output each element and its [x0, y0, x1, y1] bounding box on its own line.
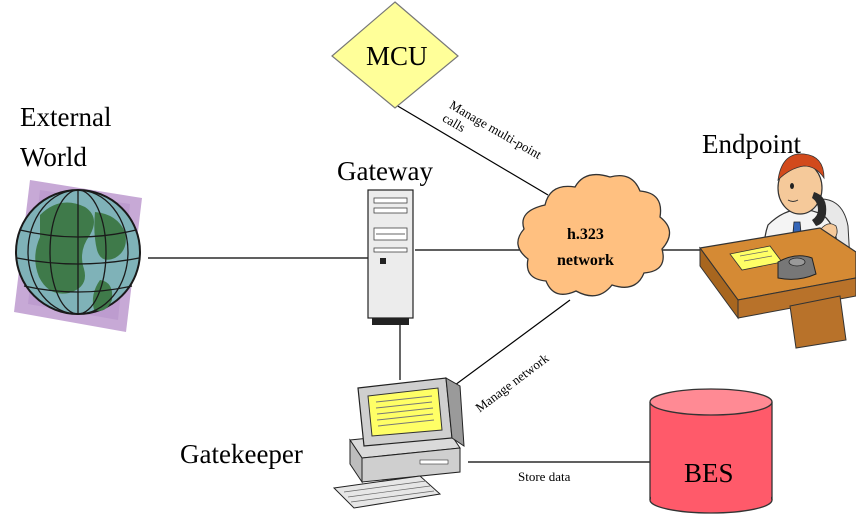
- bes-label: BES: [684, 458, 734, 488]
- mcu-label: MCU: [366, 41, 428, 71]
- gateway-label: Gateway: [337, 156, 433, 186]
- database-cylinder: [649, 388, 773, 514]
- mcu-diamond: [331, 1, 459, 109]
- line-mcu-network: [395, 104, 549, 196]
- server-icon: [367, 189, 414, 325]
- network-cloud: [517, 173, 671, 297]
- computer-icon: [332, 377, 465, 509]
- person-phone-icon: [698, 153, 856, 349]
- network-label-line1: h.323: [567, 226, 604, 243]
- gatekeeper-label: Gatekeeper: [180, 439, 303, 469]
- edge-label-store-data: Store data: [518, 469, 571, 484]
- network-label-line2: network: [557, 252, 614, 269]
- endpoint-label: Endpoint: [702, 129, 801, 159]
- external-world-label-line2: World: [20, 142, 87, 172]
- globe-icon: [14, 180, 142, 332]
- line-gatekeeper-network: [454, 299, 571, 386]
- external-world-label-line1: External: [20, 102, 112, 132]
